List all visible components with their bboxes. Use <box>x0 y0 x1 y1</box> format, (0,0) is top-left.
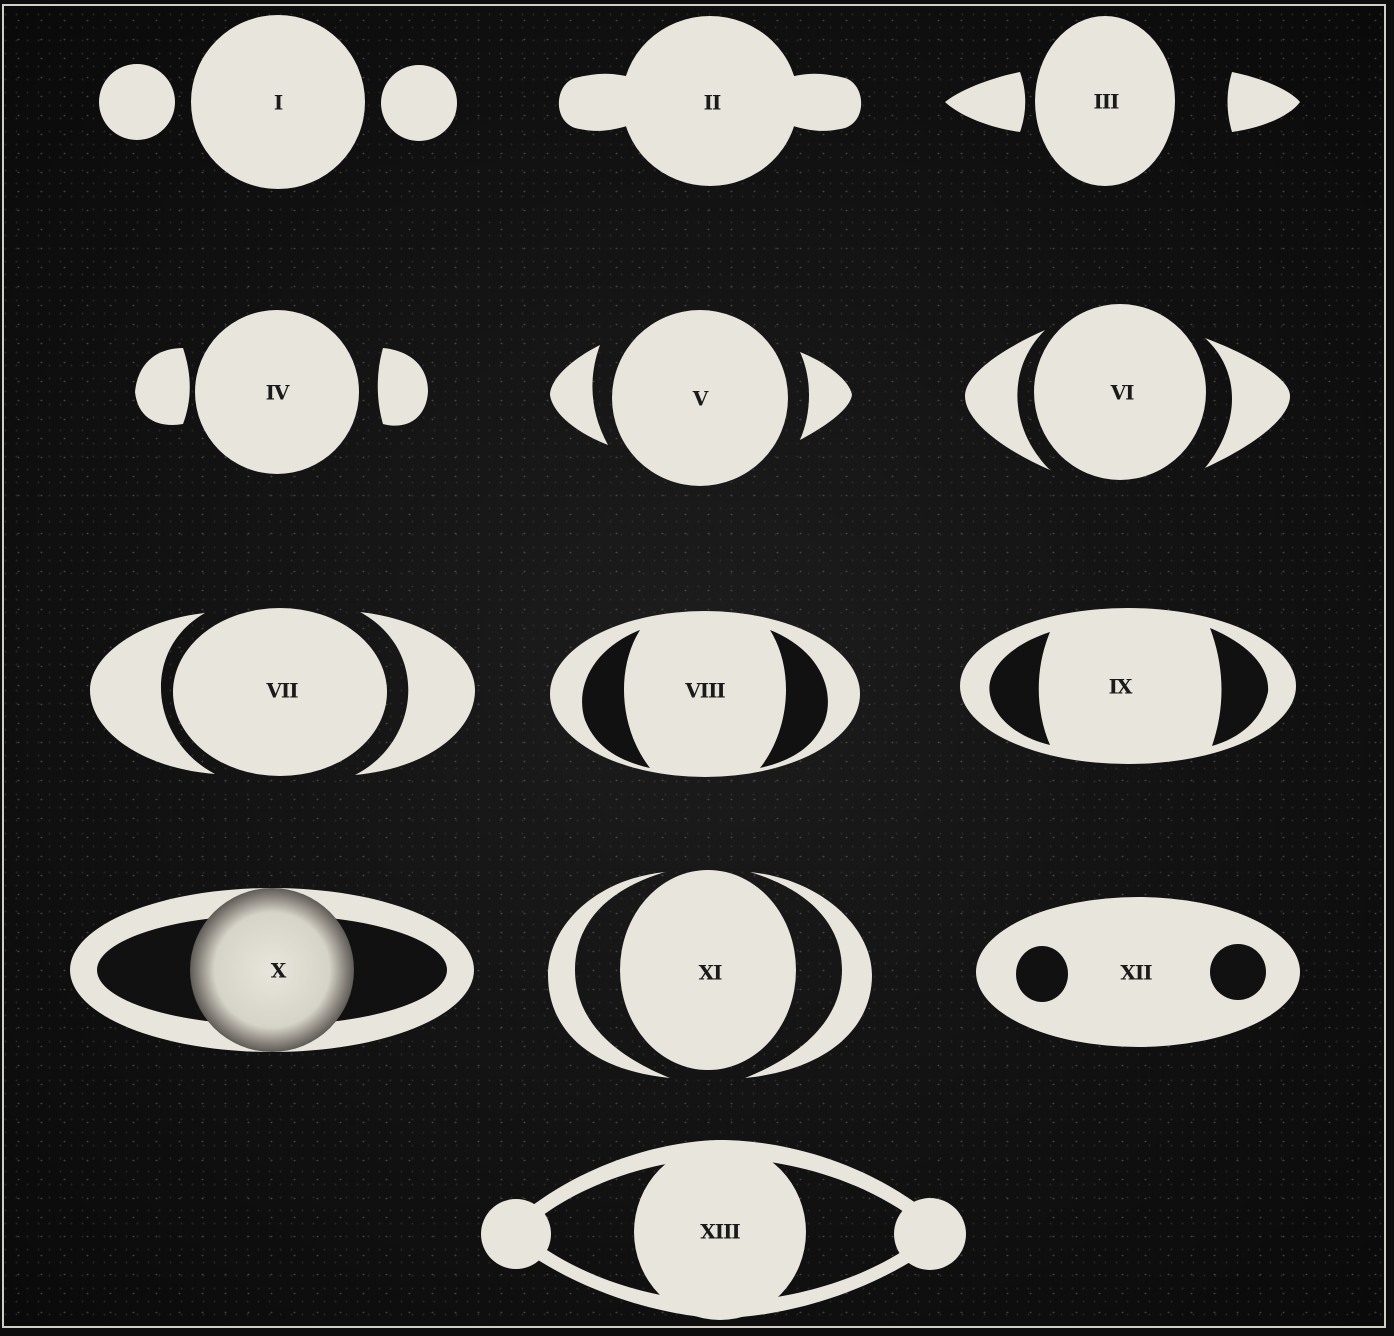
panel-XII: XII <box>976 897 1300 1047</box>
panel-I: I <box>99 15 457 189</box>
panel-XI: XI <box>548 870 872 1078</box>
label-V: V <box>692 387 709 411</box>
label-X: X <box>271 959 287 983</box>
panel-VI: VI <box>965 304 1290 480</box>
panel-XIII: XIII <box>481 1140 966 1320</box>
label-I: I <box>274 91 283 115</box>
panel-IX: IX <box>960 608 1296 764</box>
label-IV: IV <box>266 381 290 405</box>
panel-X: X <box>70 888 474 1052</box>
panel-IV: IV <box>135 310 428 474</box>
label-VI: VI <box>1110 381 1135 405</box>
panel-III: III <box>945 16 1300 186</box>
label-XII: XII <box>1120 961 1152 985</box>
label-VII: VII <box>265 679 298 703</box>
panel-V: V <box>550 310 852 486</box>
label-IX: IX <box>1109 675 1133 699</box>
label-VIII: VIII <box>684 679 725 703</box>
label-XIII: XIII <box>700 1220 740 1244</box>
panel-VII: VII <box>90 608 475 776</box>
panel-II: II <box>558 16 862 186</box>
panel-VIII: VIII <box>550 611 860 777</box>
label-III: III <box>1093 90 1119 114</box>
label-II: II <box>704 91 721 115</box>
label-XI: XI <box>699 961 723 985</box>
